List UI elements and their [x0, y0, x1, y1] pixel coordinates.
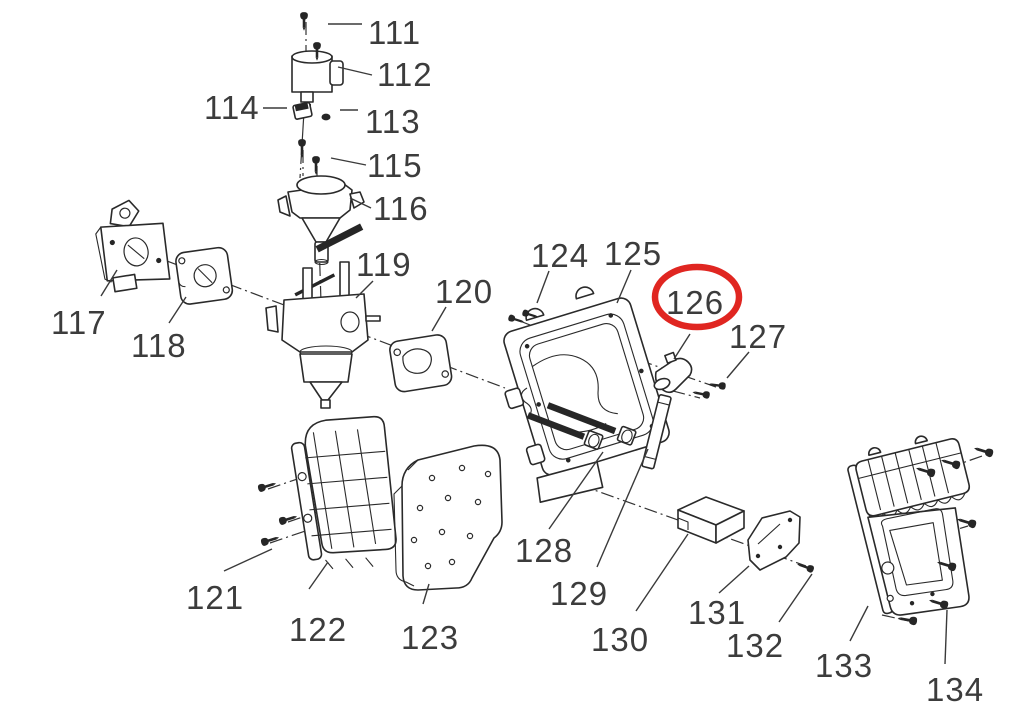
part-label-128: 128	[515, 532, 573, 569]
part-label-118: 118	[131, 327, 187, 364]
part-label-120: 120	[435, 273, 493, 310]
part-label-129: 129	[550, 575, 608, 612]
part-128-bolts-drawing	[526, 402, 637, 450]
part-label-111: 111	[368, 14, 421, 51]
part-label-122: 122	[289, 611, 347, 648]
part-label-123: 123	[401, 619, 459, 656]
part-131-bracket-drawing	[747, 510, 801, 571]
part-125-housing-drawing	[503, 286, 670, 503]
part-labels: 111 112 113 114 115 116 117 118 119 120 …	[51, 14, 984, 708]
part-label-130: 130	[591, 621, 649, 658]
part-133-cover-drawing	[847, 435, 971, 616]
part-label-115: 115	[367, 147, 423, 184]
part-label-133: 133	[815, 647, 873, 684]
part-113-plug-drawing	[321, 113, 331, 121]
part-120-gasket-drawing	[389, 334, 453, 393]
part-118-gasket-drawing	[175, 246, 234, 305]
part-label-124: 124	[531, 237, 589, 274]
part-label-132: 132	[726, 627, 784, 664]
part-label-121: 121	[186, 579, 244, 616]
part-label-134: 134	[926, 671, 984, 708]
part-112-solenoid-drawing	[291, 50, 344, 113]
part-129-tube-drawing	[641, 393, 672, 470]
part-label-117: 117	[51, 304, 107, 341]
part-119-carburetor-drawing	[265, 223, 381, 409]
part-label-127: 127	[729, 318, 787, 355]
leader-lines	[100, 23, 948, 665]
part-114-connector-drawing	[292, 101, 313, 120]
part-123-foam-element-drawing	[393, 444, 503, 591]
part-label-113: 113	[365, 103, 421, 140]
part-label-131: 131	[688, 594, 746, 631]
part-126-elbow-drawing	[653, 351, 693, 394]
part-label-114: 114	[204, 89, 260, 126]
part-122-filter-base-drawing	[290, 415, 397, 570]
part-130-foam-block-drawing	[677, 496, 745, 544]
part-label-126: 126	[666, 284, 724, 321]
part-label-112: 112	[377, 56, 433, 93]
part-label-116: 116	[373, 190, 429, 227]
part-label-125: 125	[604, 235, 662, 272]
part-label-119: 119	[356, 246, 412, 283]
highlight-ellipse-126	[651, 263, 743, 331]
part-117-flange-drawing	[95, 199, 171, 293]
